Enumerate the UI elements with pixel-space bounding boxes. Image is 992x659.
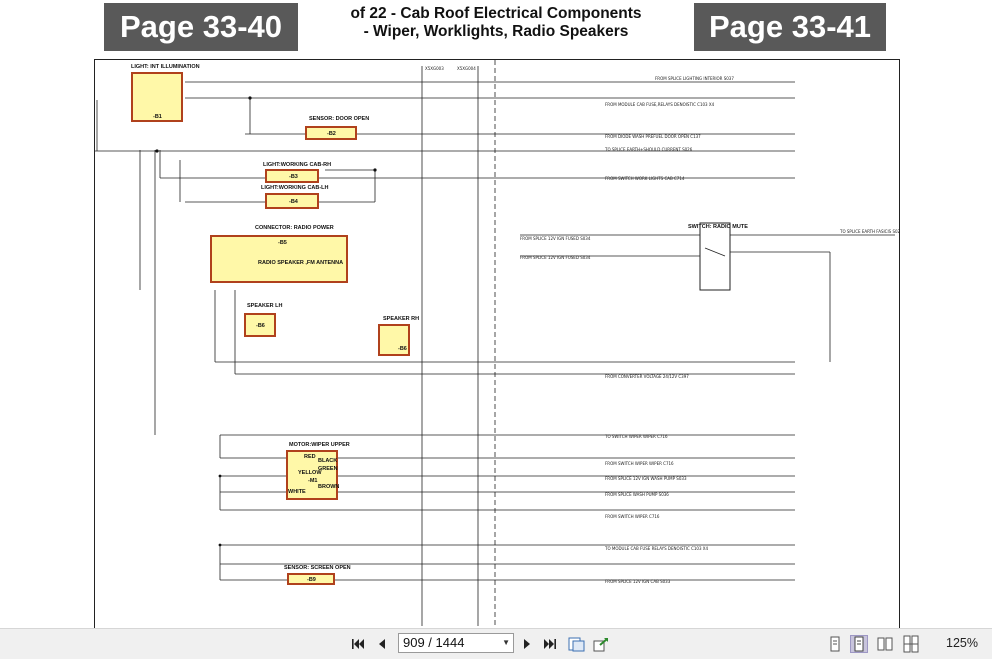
viewer-toolbar: 909 / 1444 ▼ 125% bbox=[0, 628, 992, 659]
wire-black: BLACK bbox=[318, 458, 338, 464]
sensor-screen-label: SENSOR: SCREEN OPEN bbox=[284, 565, 351, 571]
svg-text:FROM SPLICE LIGHTING INTERIOR: FROM SPLICE LIGHTING INTERIOR S037 bbox=[655, 76, 734, 81]
wire-brown: BROWN bbox=[318, 484, 340, 490]
first-page-icon[interactable] bbox=[349, 635, 367, 653]
prev-page-icon[interactable] bbox=[373, 635, 391, 653]
switch-radio-label: SWITCH: RADIO MUTE bbox=[688, 224, 748, 230]
sensor-screen-component: -B9 bbox=[287, 573, 335, 585]
wiring-lines: X5XG003 X5XG004 FROM SPLICE LIGHTING INT… bbox=[95, 60, 899, 628]
sensor-door-ref: -B2 bbox=[327, 131, 336, 137]
connector-radio-label: CONNECTOR: RADIO POWER bbox=[255, 225, 334, 231]
svg-text:FROM SPLICE WASH PUMP S036: FROM SPLICE WASH PUMP S036 bbox=[605, 492, 669, 497]
wiring-diagram: X5XG003 X5XG004 FROM SPLICE LIGHTING INT… bbox=[94, 59, 900, 628]
svg-text:FROM SPLICE 12V IGN WASH PUMP: FROM SPLICE 12V IGN WASH PUMP S033 bbox=[605, 476, 687, 481]
continuous-view-icon[interactable] bbox=[850, 635, 868, 653]
speaker-rh-ref: -B6 bbox=[398, 346, 407, 352]
light-lh-component: -B4 bbox=[265, 193, 319, 209]
single-page-view-icon[interactable] bbox=[826, 635, 844, 653]
document-viewer: Page 33-40 Page 33-41 of 22 - Cab Roof E… bbox=[94, 3, 900, 628]
radio-ref: -B5 bbox=[278, 240, 287, 246]
svg-text:X5XG003: X5XG003 bbox=[425, 66, 444, 71]
speaker-lh-ref: -B6 bbox=[256, 323, 265, 329]
radio-speaker-label: RADIO SPEAKER ,FM ANTENNA bbox=[258, 260, 344, 266]
rotate-view-icon[interactable] bbox=[567, 635, 585, 653]
motor-wiper-component: -M1 RED YELLOW WHITE BLACK GREEN BROWN bbox=[286, 450, 340, 500]
speaker-rh-component: -B6 bbox=[378, 324, 410, 356]
export-icon[interactable] bbox=[592, 635, 610, 653]
light-lh-label: LIGHT:WORKING CAB-LH bbox=[261, 185, 329, 191]
two-page-continuous-icon[interactable] bbox=[902, 635, 920, 653]
page-number-input[interactable]: 909 / 1444 ▼ bbox=[398, 633, 514, 653]
sensor-door-component: -B2 bbox=[305, 126, 357, 140]
svg-text:TO SPLICE EARTH+SHOULD CURRENT: TO SPLICE EARTH+SHOULD CURRENT S026 bbox=[604, 147, 693, 152]
svg-text:FROM SPLICE 12V IGN CAB S033: FROM SPLICE 12V IGN CAB S033 bbox=[605, 579, 671, 584]
light-lh-ref: -B4 bbox=[289, 199, 298, 205]
svg-text:FROM SPLICE 12V IGN FUSED S034: FROM SPLICE 12V IGN FUSED S034 bbox=[520, 236, 591, 241]
speaker-lh-component: -B6 bbox=[244, 313, 276, 337]
page-number-value: 909 / 1444 bbox=[403, 635, 465, 650]
radio-component: -B5 RADIO SPEAKER ,FM ANTENNA bbox=[210, 235, 348, 283]
page-badge-right: Page 33-41 bbox=[694, 3, 886, 51]
wire-white: WHITE bbox=[288, 489, 306, 495]
wire-yellow: YELLOW bbox=[298, 470, 322, 476]
svg-text:FROM SWITCH WIPER C716: FROM SWITCH WIPER C716 bbox=[605, 514, 660, 519]
next-page-icon[interactable] bbox=[518, 635, 536, 653]
last-page-icon[interactable] bbox=[541, 635, 559, 653]
light-rh-ref: -B3 bbox=[289, 174, 298, 180]
zoom-level[interactable]: 125% bbox=[946, 636, 978, 650]
svg-text:FROM SPLICE 12V IGN FUSED S034: FROM SPLICE 12V IGN FUSED S034 bbox=[520, 255, 591, 260]
motor-wiper-ref: -M1 bbox=[308, 478, 318, 484]
page-title-line2: - Wiper, Worklights, Radio Speakers bbox=[363, 23, 629, 40]
svg-text:TO SPLICE EARTH FASICIS S028: TO SPLICE EARTH FASICIS S028 bbox=[839, 229, 899, 234]
motor-wiper-label: MOTOR:WIPER UPPER bbox=[289, 442, 350, 448]
wire-red: RED bbox=[304, 454, 316, 460]
svg-text:TO MODULE CAB FUSE RELAYS DENO: TO MODULE CAB FUSE RELAYS DENOISTIC C103… bbox=[604, 546, 709, 551]
light-int-ref: -B1 bbox=[153, 114, 162, 120]
svg-text:FROM CONVERTER VOLTAGE 24/12V: FROM CONVERTER VOLTAGE 24/12V C397 bbox=[605, 374, 689, 379]
svg-text:FROM SWITCH WORK LIGHTS CAB C7: FROM SWITCH WORK LIGHTS CAB C714 bbox=[605, 176, 685, 181]
page-title-line1: of 22 - Cab Roof Electrical Components bbox=[350, 5, 642, 22]
page-badge-left: Page 33-40 bbox=[104, 3, 298, 51]
svg-text:FROM SWITCH WIPER WIPER C716: FROM SWITCH WIPER WIPER C716 bbox=[605, 461, 674, 466]
light-rh-component: -B3 bbox=[265, 169, 319, 183]
light-int-component: -B1 bbox=[131, 72, 183, 122]
sensor-screen-ref: -B9 bbox=[307, 577, 316, 583]
sensor-door-label: SENSOR: DOOR OPEN bbox=[309, 116, 370, 122]
svg-text:X5XG004: X5XG004 bbox=[457, 66, 476, 71]
wire-green: GREEN bbox=[318, 466, 338, 472]
light-int-label: LIGHT: INT ILLUMINATION bbox=[131, 64, 200, 70]
speaker-rh-label: SPEAKER RH bbox=[383, 316, 420, 322]
chevron-down-icon[interactable]: ▼ bbox=[502, 638, 510, 647]
svg-text:TO SWITCH WIPER WIPER C716: TO SWITCH WIPER WIPER C716 bbox=[604, 434, 668, 439]
svg-text:FROM DIODE WASH PREFUEL DOOR O: FROM DIODE WASH PREFUEL DOOR OPEN C137 bbox=[605, 134, 701, 139]
svg-text:FROM MODULE CAB FUSE,RELAYS DE: FROM MODULE CAB FUSE,RELAYS DENOISTIC C1… bbox=[605, 102, 715, 107]
light-rh-label: LIGHT:WORKING CAB-RH bbox=[263, 162, 332, 168]
speaker-lh-label: SPEAKER LH bbox=[247, 303, 283, 309]
two-page-view-icon[interactable] bbox=[876, 635, 894, 653]
